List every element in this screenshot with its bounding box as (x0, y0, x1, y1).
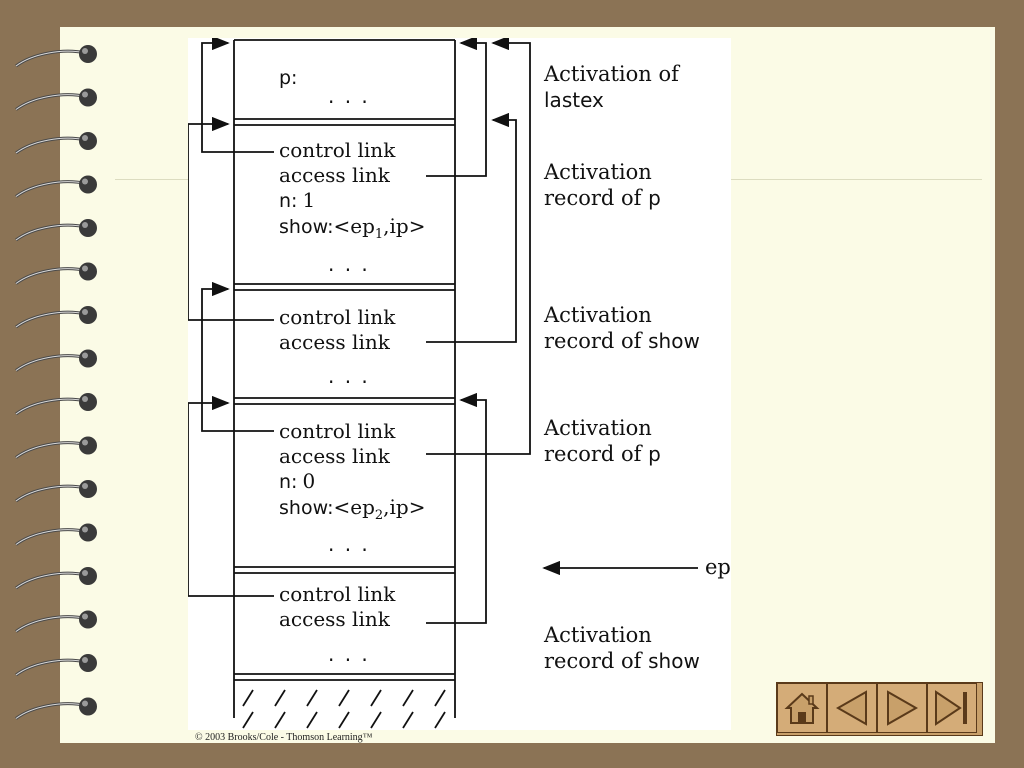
spiral-ring (15, 45, 97, 68)
spiral-ring (15, 697, 97, 720)
activation-record-diagram: p: · · · control link access link n: 1 s… (188, 38, 731, 730)
copyright-text: © 2003 Brooks/Cole - Thomson Learning™ (195, 732, 373, 743)
control-link-arrow (188, 395, 274, 597)
spiral-ring (15, 567, 97, 590)
label-ep: ep (705, 555, 731, 579)
spiral-ring (15, 132, 97, 155)
access-link-arrow (426, 392, 487, 624)
frame-lastex-var: p: (279, 67, 298, 89)
previous-button[interactable] (827, 683, 877, 733)
label-activation-p2: Activation record of p (544, 416, 661, 466)
home-icon (784, 692, 820, 724)
spiral-ring (15, 88, 97, 111)
slide-navigation (776, 682, 983, 736)
frame-p1-dots: · · · (328, 258, 370, 282)
spiral-ring (15, 654, 97, 677)
spiral-ring (15, 175, 97, 198)
frame-show2-text: control link access link (279, 582, 396, 631)
frame-p1-text: control link access link n: 1 show:<ep1,… (279, 138, 426, 242)
frame-lastex-dots: · · · (328, 90, 370, 114)
label-activation-show1: Activation record of show (544, 303, 700, 353)
spiral-ring (15, 436, 97, 459)
triangle-left-icon (835, 690, 867, 726)
diagram-lines (188, 38, 698, 729)
spiral-ring (15, 480, 97, 503)
label-activation-show2: Activation record of show (544, 623, 700, 673)
label-activation-p1: Activation record of p (544, 160, 661, 210)
frame-show2-dots: · · · (328, 648, 370, 672)
frame-show1-dots: · · · (328, 370, 370, 394)
stack-free-hatch (242, 689, 446, 729)
spiral-ring (15, 262, 97, 285)
control-link-arrow (201, 38, 274, 153)
triangle-right-icon (887, 690, 919, 726)
skip-end-icon (935, 690, 967, 726)
spiral-ring (15, 523, 97, 546)
frame-show1-text: control link access link (279, 305, 396, 354)
control-link-arrow (188, 116, 274, 321)
spiral-ring (15, 349, 97, 372)
access-link-arrow (426, 38, 487, 177)
spiral-binding (15, 45, 97, 720)
label-activation-lastex: Activation of lastex (544, 62, 679, 112)
spiral-ring (15, 393, 97, 416)
access-link-arrow (426, 112, 517, 343)
access-link-arrow (426, 38, 531, 455)
next-button[interactable] (877, 683, 927, 733)
spiral-ring (15, 610, 97, 633)
frame-p2-dots: · · · (328, 538, 370, 562)
spiral-ring (15, 306, 97, 329)
home-button[interactable] (777, 683, 827, 733)
last-slide-button[interactable] (927, 683, 977, 733)
control-link-arrow (201, 281, 274, 432)
frame-p2-text: control link access link n: 0 show:<ep2,… (279, 419, 426, 523)
spiral-ring (15, 219, 97, 242)
